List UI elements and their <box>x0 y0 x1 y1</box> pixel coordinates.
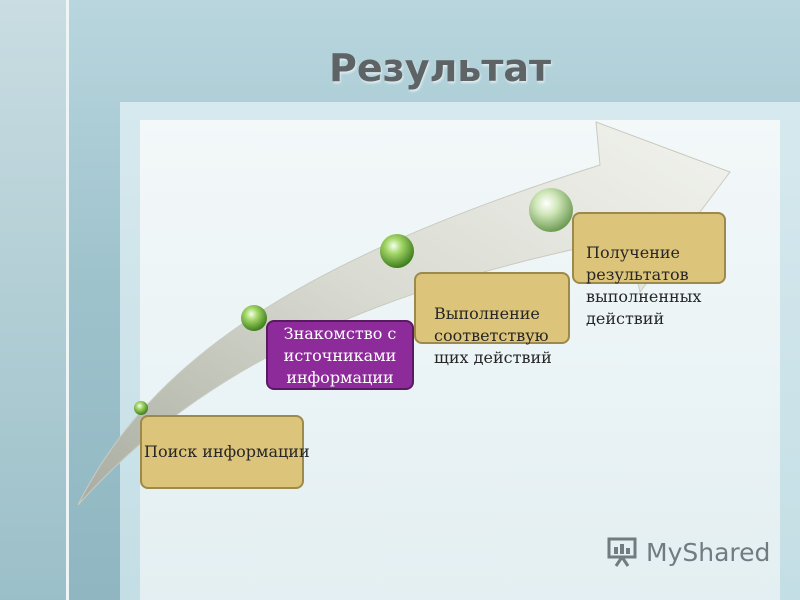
step-bead-4 <box>529 188 573 232</box>
left-decor-stripe <box>0 0 66 600</box>
watermark-text: MyShared <box>646 537 771 567</box>
presentation-board-icon <box>607 537 637 567</box>
step-label-execute: Выполнение соответствую щих действий <box>434 304 552 367</box>
step-label-results: Получение результатов выполненных действ… <box>586 243 702 328</box>
step-label-search: Поиск информации <box>144 442 310 461</box>
step-bead-1 <box>134 401 148 415</box>
step-bead-3 <box>380 234 414 268</box>
watermark: MyShared <box>606 535 770 569</box>
slide-title: Результат <box>328 46 552 90</box>
step-bead-2 <box>241 305 267 331</box>
left-decor-line <box>66 0 69 600</box>
step-box-results: Получение результатов выполненных действ… <box>572 212 726 328</box>
step-box-search: Поиск информации <box>140 415 310 489</box>
step-box-execute: Выполнение соответствую щих действий <box>414 272 570 367</box>
step-box-sources: Знакомство с источниками информации <box>266 320 414 390</box>
step-label-sources: Знакомство с источниками информации <box>283 324 397 387</box>
